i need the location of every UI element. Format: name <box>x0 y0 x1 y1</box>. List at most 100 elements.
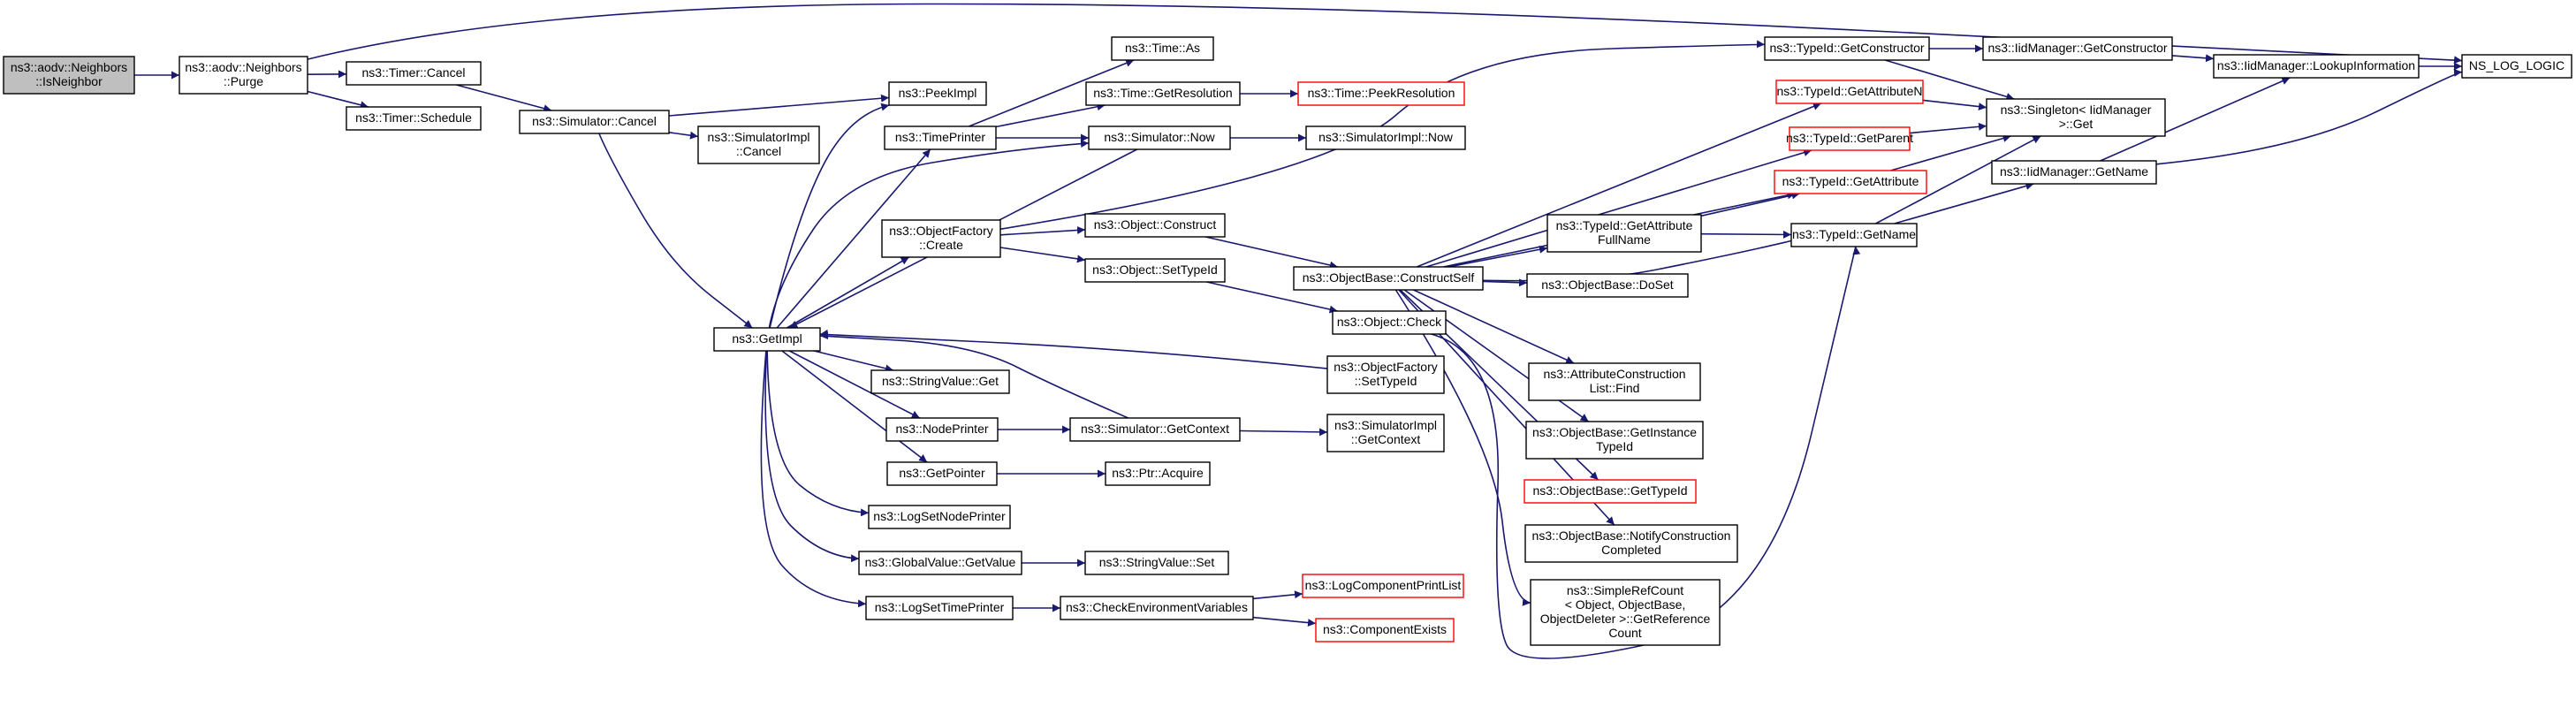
node-box[interactable] <box>1525 421 1704 460</box>
node-purge[interactable]: ns3::aodv::Neighbors::Purge <box>179 56 308 95</box>
node-box[interactable] <box>1315 618 1455 642</box>
node-box[interactable] <box>1084 258 1226 283</box>
node-box[interactable] <box>858 551 1022 575</box>
node-object-settypeid[interactable]: ns3::Object::SetTypeId <box>1084 258 1226 283</box>
node-simimpl-now[interactable]: ns3::SimulatorImpl::Now <box>1305 125 1466 150</box>
node-box[interactable] <box>1085 81 1241 106</box>
node-box[interactable] <box>179 56 308 95</box>
node-box[interactable] <box>1524 479 1697 504</box>
node-logsetnodeprinter[interactable]: ns3::LogSetNodePrinter <box>868 505 1011 529</box>
node-objbase-doset[interactable]: ns3::ObjectBase::DoSet <box>1526 273 1689 298</box>
node-stringvalue-get[interactable]: ns3::StringValue::Get <box>870 369 1010 394</box>
node-componentexists[interactable]: ns3::ComponentExists <box>1315 618 1455 642</box>
node-simplerefcount-getreferencecount[interactable]: ns3::SimpleRefCount< Object, ObjectBase,… <box>1530 579 1721 646</box>
node-box[interactable] <box>1111 36 1214 61</box>
node-typeid-getname[interactable]: ns3::TypeId::GetName <box>1790 223 1918 247</box>
node-box[interactable] <box>2213 54 2420 79</box>
node-box[interactable] <box>1069 417 1241 442</box>
node-box[interactable] <box>1774 170 1927 194</box>
node-time-peekresolution[interactable]: ns3::Time::PeekResolution <box>1297 81 1465 106</box>
node-box[interactable] <box>2461 54 2572 79</box>
node-objbase-constructself[interactable]: ns3::ObjectBase::ConstructSelf <box>1293 266 1484 291</box>
node-getimpl[interactable]: ns3::GetImpl <box>713 327 821 352</box>
node-box[interactable] <box>1790 223 1918 247</box>
node-box[interactable] <box>713 327 821 352</box>
node-object-check[interactable]: ns3::Object::Check <box>1332 310 1447 335</box>
node-box[interactable] <box>1305 125 1466 150</box>
node-box[interactable] <box>1060 596 1254 620</box>
node-logcomponentprintlist[interactable]: ns3::LogComponentPrintList <box>1302 574 1464 598</box>
node-box[interactable] <box>1293 266 1484 291</box>
node-box[interactable] <box>1326 355 1445 394</box>
node-ptr-acquire[interactable]: ns3::Ptr::Acquire <box>1105 461 1211 486</box>
node-box[interactable] <box>1528 362 1701 401</box>
node-typeid-getattribute[interactable]: ns3::TypeId::GetAttribute <box>1774 170 1927 194</box>
node-box[interactable] <box>1524 524 1738 563</box>
node-box[interactable] <box>1297 81 1465 106</box>
node-globalvalue-getvalue[interactable]: ns3::GlobalValue::GetValue <box>858 551 1022 575</box>
node-box[interactable] <box>1789 126 1911 151</box>
node-box[interactable] <box>1982 36 2173 61</box>
node-simimpl-getcontext[interactable]: ns3::SimulatorImpl::GetContext <box>1326 414 1445 452</box>
node-getpointer[interactable]: ns3::GetPointer <box>886 461 998 486</box>
node-checkenv[interactable]: ns3::CheckEnvironmentVariables <box>1060 596 1254 620</box>
node-box[interactable] <box>1105 461 1211 486</box>
node-objbase-gettypeid[interactable]: ns3::ObjectBase::GetTypeId <box>1524 479 1697 504</box>
node-time-as[interactable]: ns3::Time::As <box>1111 36 1214 61</box>
node-box[interactable] <box>697 125 820 164</box>
node-typeid-getconstructor[interactable]: ns3::TypeId::GetConstructor <box>1764 36 1930 61</box>
node-box[interactable] <box>1530 579 1721 646</box>
node-box[interactable] <box>868 505 1011 529</box>
node-object-construct[interactable]: ns3::Object::Construct <box>1084 213 1226 238</box>
node-box[interactable] <box>1326 414 1445 452</box>
node-box[interactable] <box>885 417 999 442</box>
node-stringvalue-set[interactable]: ns3::StringValue::Set <box>1084 551 1229 575</box>
node-box[interactable] <box>519 110 670 134</box>
node-box[interactable] <box>1084 551 1229 575</box>
node-objfactory-settypeid[interactable]: ns3::ObjectFactory::SetTypeId <box>1326 355 1445 394</box>
node-sim-now[interactable]: ns3::Simulator::Now <box>1088 125 1231 150</box>
node-peekimpl[interactable]: ns3::PeekImpl <box>888 81 987 106</box>
node-typeid-getattributen[interactable]: ns3::TypeId::GetAttributeN <box>1775 80 1924 104</box>
node-isneighbor[interactable]: ns3::aodv::Neighbors::IsNeighbor <box>3 56 135 95</box>
node-box[interactable] <box>870 369 1010 394</box>
node-box[interactable] <box>884 125 997 150</box>
node-box[interactable] <box>346 61 482 86</box>
node-sim-cancel[interactable]: ns3::Simulator::Cancel <box>519 110 670 134</box>
node-box[interactable] <box>346 106 482 131</box>
node-objfactory-create[interactable]: ns3::ObjectFactory::Create <box>881 219 1001 258</box>
node-box[interactable] <box>3 56 135 95</box>
node-singleton-get[interactable]: ns3::Singleton< IidManager>::Get <box>1986 98 2166 137</box>
node-box[interactable] <box>865 596 1014 620</box>
node-nodeprinter[interactable]: ns3::NodePrinter <box>885 417 999 442</box>
node-box[interactable] <box>1764 36 1930 61</box>
node-iidmanager-getname[interactable]: ns3::IidManager::GetName <box>1991 160 2157 185</box>
node-box[interactable] <box>1775 80 1924 104</box>
node-box[interactable] <box>1546 214 1702 253</box>
node-box[interactable] <box>1986 98 2166 137</box>
node-sim-getcontext[interactable]: ns3::Simulator::GetContext <box>1069 417 1241 442</box>
node-box[interactable] <box>881 219 1001 258</box>
node-simimpl-cancel[interactable]: ns3::SimulatorImpl::Cancel <box>697 125 820 164</box>
node-timer-schedule[interactable]: ns3::Timer::Schedule <box>346 106 482 131</box>
node-objbase-notifyconstructioncompleted[interactable]: ns3::ObjectBase::NotifyConstructionCompl… <box>1524 524 1738 563</box>
node-box[interactable] <box>1302 574 1464 598</box>
node-box[interactable] <box>1084 213 1226 238</box>
node-box[interactable] <box>886 461 998 486</box>
node-typeid-getparent[interactable]: ns3::TypeId::GetParent <box>1786 126 1913 151</box>
node-box[interactable] <box>1088 125 1231 150</box>
node-timer-cancel[interactable]: ns3::Timer::Cancel <box>346 61 482 86</box>
node-box[interactable] <box>1332 310 1447 335</box>
node-logsettimeprinter[interactable]: ns3::LogSetTimePrinter <box>865 596 1014 620</box>
node-iidmanager-lookupinformation[interactable]: ns3::IidManager::LookupInformation <box>2213 54 2420 79</box>
node-box[interactable] <box>1991 160 2157 185</box>
node-timeprinter[interactable]: ns3::TimePrinter <box>884 125 997 150</box>
node-box[interactable] <box>1526 273 1689 298</box>
node-iidmanager-getconstructor[interactable]: ns3::IidManager::GetConstructor <box>1982 36 2173 61</box>
node-ns-log-logic[interactable]: NS_LOG_LOGIC <box>2461 54 2572 79</box>
node-box[interactable] <box>888 81 987 106</box>
node-time-getresolution[interactable]: ns3::Time::GetResolution <box>1085 81 1241 106</box>
